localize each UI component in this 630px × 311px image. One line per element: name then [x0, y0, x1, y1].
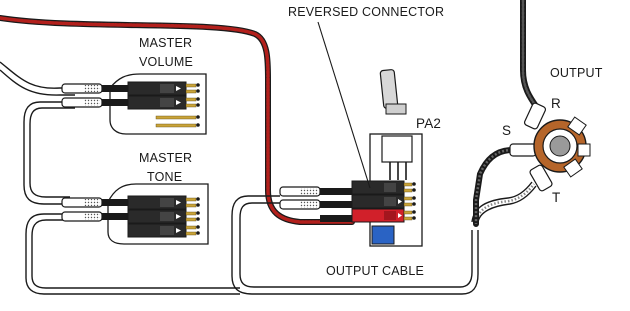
- master-tone-pot: [61, 183, 209, 245]
- reversed-connector-label: REVERSED CONNECTOR: [288, 5, 444, 19]
- jack-t-label: T: [552, 190, 560, 205]
- output-label: OUTPUT: [550, 66, 603, 80]
- pa2-label: PA2: [416, 116, 441, 131]
- output-cable-label: OUTPUT CABLE: [326, 264, 424, 278]
- output-jack: [509, 102, 591, 192]
- pa2-board: [351, 69, 423, 247]
- left-white-cables: [0, 61, 240, 295]
- pa2-cable-plugs: [279, 186, 352, 222]
- reversed-connector-pointer: [317, 21, 371, 189]
- output-black-cable: [520, 0, 543, 115]
- master-volume-label-line1: MASTER: [139, 36, 192, 50]
- jack-s-label: S: [502, 123, 511, 138]
- output-white-cable-dots: [473, 183, 535, 227]
- red-cable: [0, 15, 355, 225]
- master-volume-label-line2: VOLUME: [139, 55, 193, 69]
- master-tone-label-line2: TONE: [147, 170, 182, 184]
- jack-r-label: R: [551, 96, 561, 111]
- s-cable: [473, 147, 515, 227]
- master-volume-pot: [61, 73, 207, 135]
- master-tone-label-line1: MASTER: [139, 151, 192, 165]
